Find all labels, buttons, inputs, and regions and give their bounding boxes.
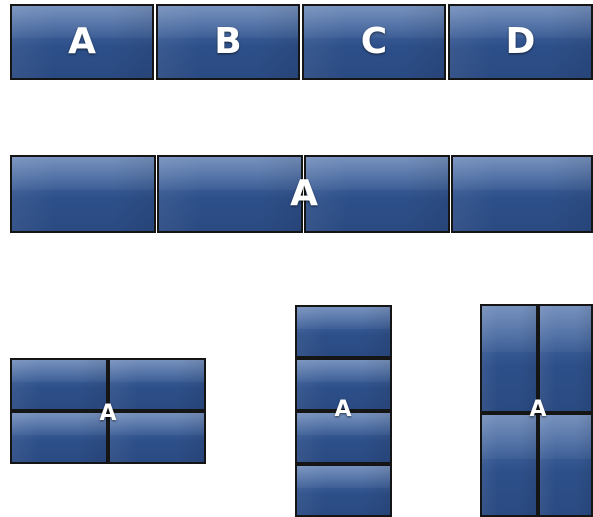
screen-b-label: B [214, 24, 241, 60]
vertical-stack-wall: A [295, 305, 392, 517]
grid-screen-2 [108, 358, 206, 411]
horizontal-span-wall: A [10, 155, 593, 234]
span-screen-3 [304, 155, 450, 233]
stack-screen-4 [295, 464, 392, 517]
portrait-label: A [529, 399, 546, 421]
portrait-screen-3 [480, 413, 538, 517]
screen-d-label: D [506, 24, 536, 60]
grid-label: A [99, 403, 116, 425]
portrait-screen-4 [538, 413, 593, 517]
grid-screen-4 [108, 411, 206, 464]
screen-c: C [302, 4, 446, 80]
span-screen-2 [157, 155, 303, 233]
screen-a-label: A [68, 24, 96, 60]
span-label: A [290, 176, 318, 212]
screen-d: D [448, 4, 593, 80]
screen-c-label: C [361, 24, 387, 60]
screen-b: B [156, 4, 300, 80]
grid-screen-3 [10, 411, 108, 464]
individual-screens-row: A B C D [8, 4, 593, 82]
grid-2x2-wall: A [10, 358, 206, 464]
stack-label: A [334, 399, 351, 421]
screen-a: A [10, 4, 154, 80]
portrait-2x2-wall: A [480, 304, 593, 517]
stack-screen-1 [295, 305, 392, 358]
grid-screen-1 [10, 358, 108, 411]
span-screen-1 [10, 155, 156, 233]
span-screen-4 [451, 155, 593, 233]
